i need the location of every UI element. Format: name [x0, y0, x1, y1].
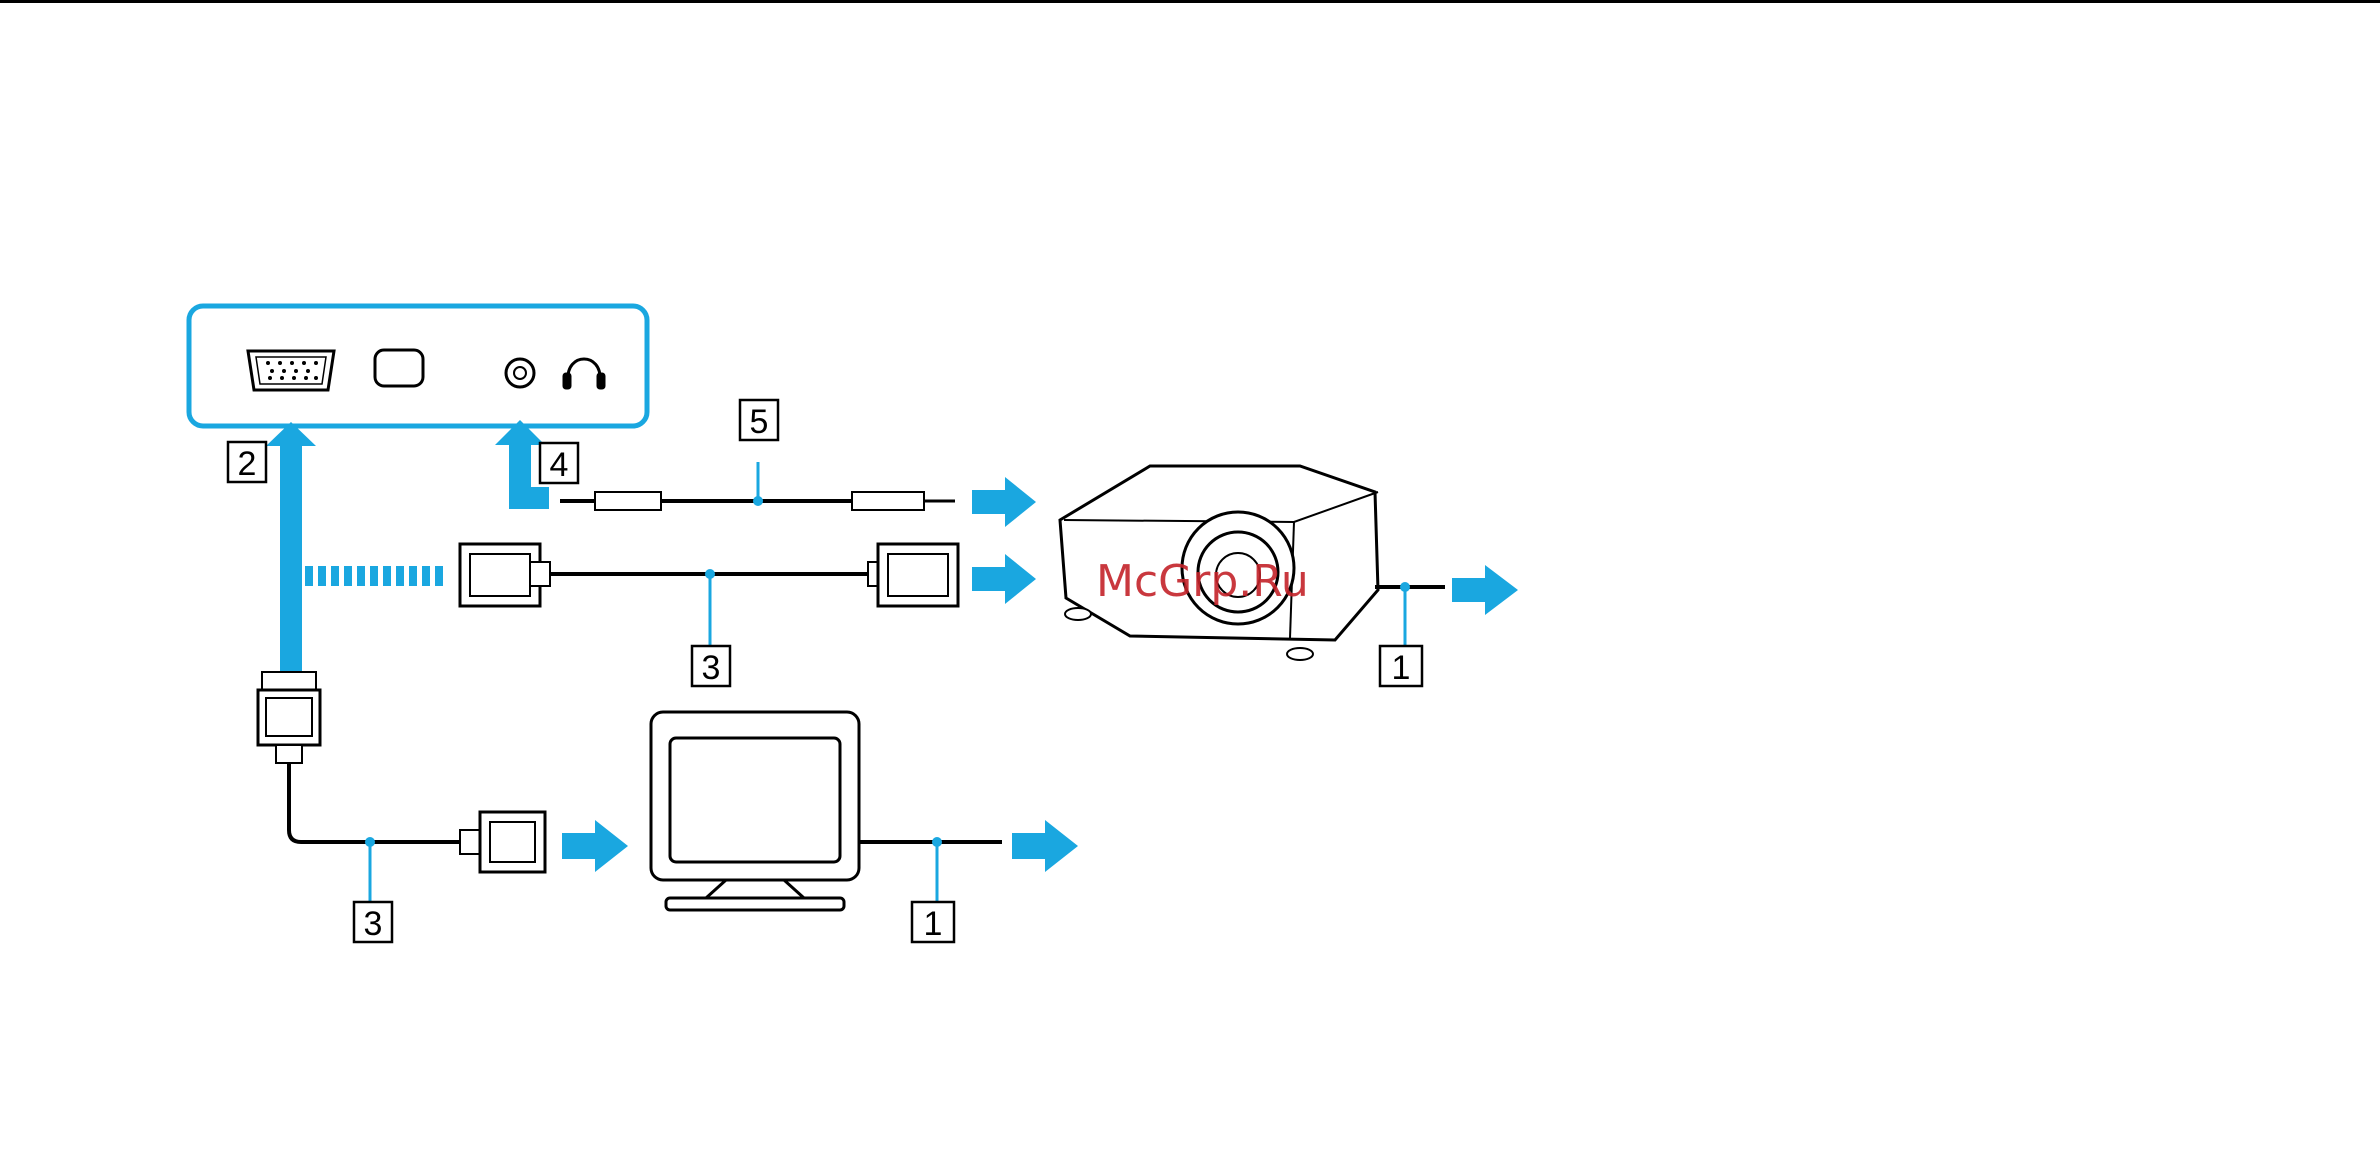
- svg-text:3: 3: [364, 905, 383, 943]
- callout-4: 4: [540, 443, 578, 484]
- audio-jack-icon: [506, 359, 534, 387]
- svg-text:4: 4: [550, 446, 569, 484]
- vga-connect-arrow: [266, 422, 316, 672]
- vga-cable-projector: [460, 544, 958, 647]
- callout-3-monitor: 3: [354, 902, 392, 943]
- callout-1-projector: 1: [1380, 646, 1422, 687]
- hdmi-port-icon: [375, 350, 423, 386]
- callout-1-monitor: 1: [912, 902, 954, 943]
- audio-cable: [560, 462, 955, 510]
- monitor-icon: [651, 712, 1002, 910]
- vga-port-icon: [248, 351, 334, 390]
- port-panel: [189, 306, 647, 426]
- svg-text:1: 1: [1392, 649, 1411, 687]
- svg-text:2: 2: [238, 445, 257, 483]
- svg-text:5: 5: [750, 403, 769, 441]
- callout-2: 2: [228, 442, 266, 483]
- callout-5: 5: [740, 400, 778, 441]
- headphones-icon: [564, 359, 604, 388]
- vga-cable-monitor: [258, 672, 545, 902]
- watermark: McGrp.Ru: [1096, 556, 1309, 607]
- callout-3-projector: 3: [692, 646, 730, 687]
- svg-text:1: 1: [924, 905, 943, 943]
- dashed-branch: [305, 566, 443, 586]
- svg-text:3: 3: [702, 649, 721, 687]
